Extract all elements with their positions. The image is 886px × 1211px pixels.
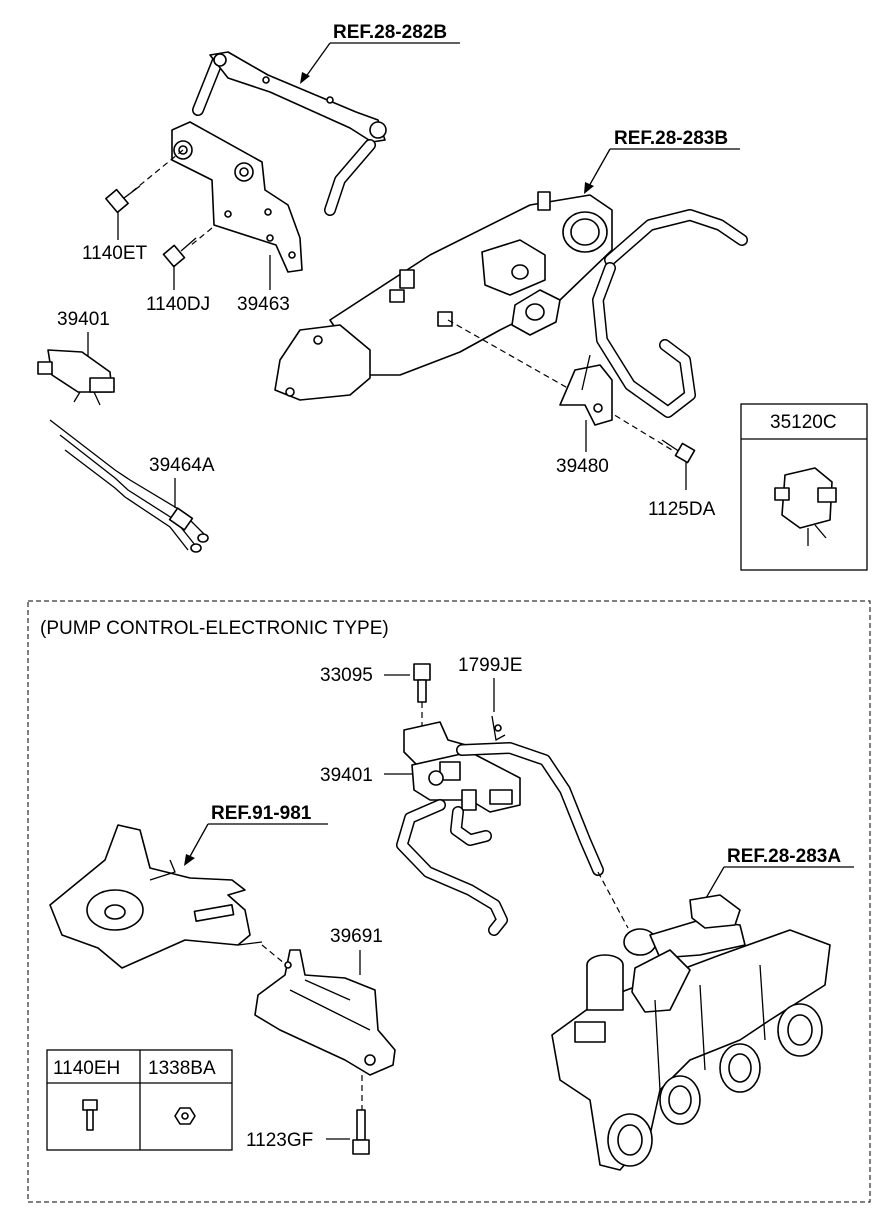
label-1140et: 1140ET	[82, 243, 148, 264]
inset-35120c-title: 35120C	[770, 412, 837, 433]
label-39463: 39463	[237, 294, 290, 315]
label-39401-bottom: 39401	[320, 765, 373, 786]
table-header-1140eh: 1140EH	[53, 1058, 120, 1079]
pump-control-frame	[27, 600, 871, 1203]
label-1125da: 1125DA	[648, 499, 716, 520]
bolt-1125da	[661, 439, 696, 464]
parts-table: 1140EH 1338BA	[46, 1049, 233, 1151]
ref-28-283b-label: REF.28-283B	[614, 128, 728, 149]
pump-control-title: (PUMP CONTROL-ELECTRONIC TYPE)	[40, 618, 389, 639]
ref-91-981-label: REF.91-981	[211, 803, 312, 824]
label-39464a: 39464A	[149, 455, 215, 476]
label-39480: 39480	[556, 456, 609, 477]
ref-28-282b-label: REF.28-282B	[333, 22, 447, 43]
inset-35120c: 35120C	[740, 403, 868, 571]
label-1799je: 1799JE	[458, 655, 522, 676]
bolt-1140dj	[162, 237, 197, 268]
label-39691: 39691	[330, 926, 383, 947]
label-1140dj: 1140DJ	[146, 294, 210, 315]
bracket-ref-91-981	[49, 824, 263, 969]
nut-1338ba-icon	[174, 1107, 196, 1125]
intake-manifold-top	[274, 191, 613, 401]
bracket-39463	[171, 51, 387, 273]
intake-manifold-bottom	[551, 894, 831, 1171]
bolt-1123gf	[352, 1109, 370, 1155]
clip-1799je	[491, 715, 506, 742]
bolt-33095	[413, 663, 431, 703]
label-33095: 33095	[320, 665, 373, 686]
label-39401-top: 39401	[57, 309, 110, 330]
hoses-39464a	[49, 419, 209, 553]
bracket-39691	[254, 949, 396, 1076]
ref-28-283a-label: REF.28-283A	[727, 846, 841, 867]
label-1123gf: 1123GF	[246, 1130, 313, 1151]
solenoid-39401-top	[37, 349, 115, 406]
table-header-1338ba: 1338BA	[148, 1058, 216, 1079]
bolt-1140et	[105, 185, 141, 214]
bracket-39480	[559, 354, 613, 426]
solenoid-39401-bottom	[403, 721, 521, 813]
bolt-1140eh-icon	[82, 1099, 98, 1131]
